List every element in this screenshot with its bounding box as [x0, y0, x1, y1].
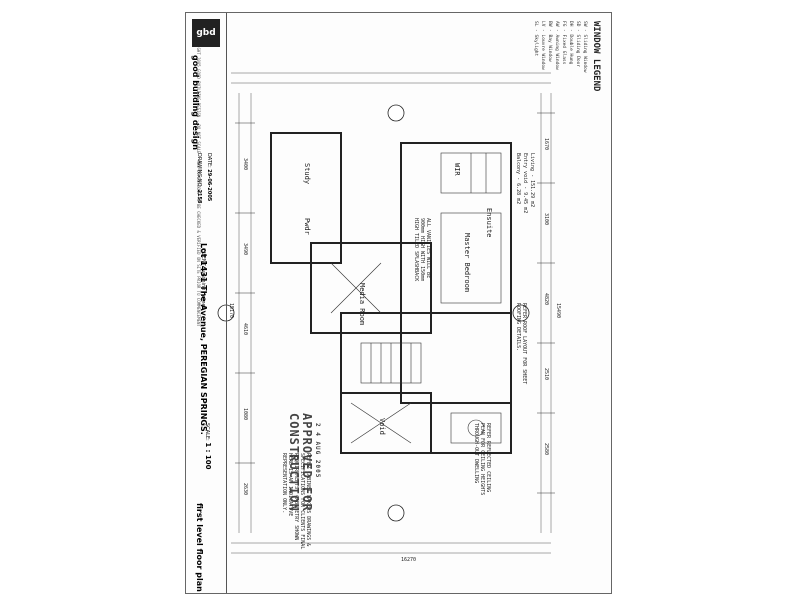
dimension-label: 3400 — [242, 158, 248, 171]
section-marker-a-right — [387, 504, 405, 522]
section-marker-b-top — [512, 304, 530, 322]
overall-dimension-bottom: 15170 — [228, 303, 234, 319]
area-note: Entry void - 9.45 m2 — [522, 153, 528, 214]
dimension-label: 1670 — [543, 138, 549, 151]
roof-note: REFER ROOF LAYOUT FOR SHEET ROOFING DETA… — [515, 303, 527, 385]
dimension-label: 2630 — [242, 483, 248, 496]
dimension-label: 2580 — [543, 443, 549, 456]
area-note: Balcony - 6.28 m2 — [515, 153, 521, 205]
scale-label: SCALE: — [204, 423, 210, 441]
media-wall — [310, 242, 432, 334]
overall-dimension-top: 15490 — [555, 303, 561, 319]
dimension-label: 4820 — [543, 293, 549, 306]
room-label-study: Study — [303, 163, 311, 185]
dimension-label: 2510 — [543, 368, 549, 381]
overall-height-dimension: 16270 — [401, 557, 417, 563]
dimension-label: 3490 — [242, 243, 248, 256]
scale-value: 1 : 100 — [204, 442, 212, 470]
area-note: Living - 151.29 m2 — [529, 153, 535, 208]
drawing-no-value: 2158 — [196, 189, 202, 204]
vanities-note: ALL VANITIES WILL BE 900mm HIGH WITH 150… — [413, 218, 431, 282]
dimension-label: 3100 — [543, 213, 549, 226]
floor-plan-drawing — [217, 72, 555, 554]
room-label-ensuite: Ensuite — [485, 208, 493, 238]
room-label-pwdr: Pwdr — [303, 218, 311, 235]
client-label: CLIENT — [200, 248, 206, 266]
company-logo: gbd — [192, 19, 220, 47]
room-label-wir: WIR — [453, 163, 461, 176]
section-marker-a-left — [387, 104, 405, 122]
company-name: good building design — [191, 55, 200, 150]
dimension-label: 1080 — [242, 408, 248, 421]
room-label-media: Media Room — [358, 283, 366, 326]
study-wall — [270, 132, 342, 264]
dimension-label: 4610 — [242, 323, 248, 336]
void-wall — [340, 392, 432, 454]
drawing-no-label: DRAWING NO. — [196, 153, 202, 188]
stamp-date: 2 4 AUG 2005 — [314, 423, 321, 479]
date-label: DATE: — [206, 153, 212, 168]
master-wing-wall — [400, 142, 512, 404]
client-name: Sunshine Homes — [200, 267, 206, 310]
date-value: 29-06-2005 — [206, 169, 212, 202]
sheet-title: first level floor plan — [195, 503, 204, 592]
ceiling-note: REFER REFLECTED CEILING PLAN FOR CEILING… — [473, 423, 491, 496]
room-label-void: Void — [378, 418, 386, 435]
title-block: gbd good building design Lot 1431 The Av… — [186, 13, 227, 593]
approved-stamp: APPROVED FOR CONSTRUCTION — [287, 413, 314, 512]
room-label-master: Master Bedroom — [463, 233, 471, 293]
